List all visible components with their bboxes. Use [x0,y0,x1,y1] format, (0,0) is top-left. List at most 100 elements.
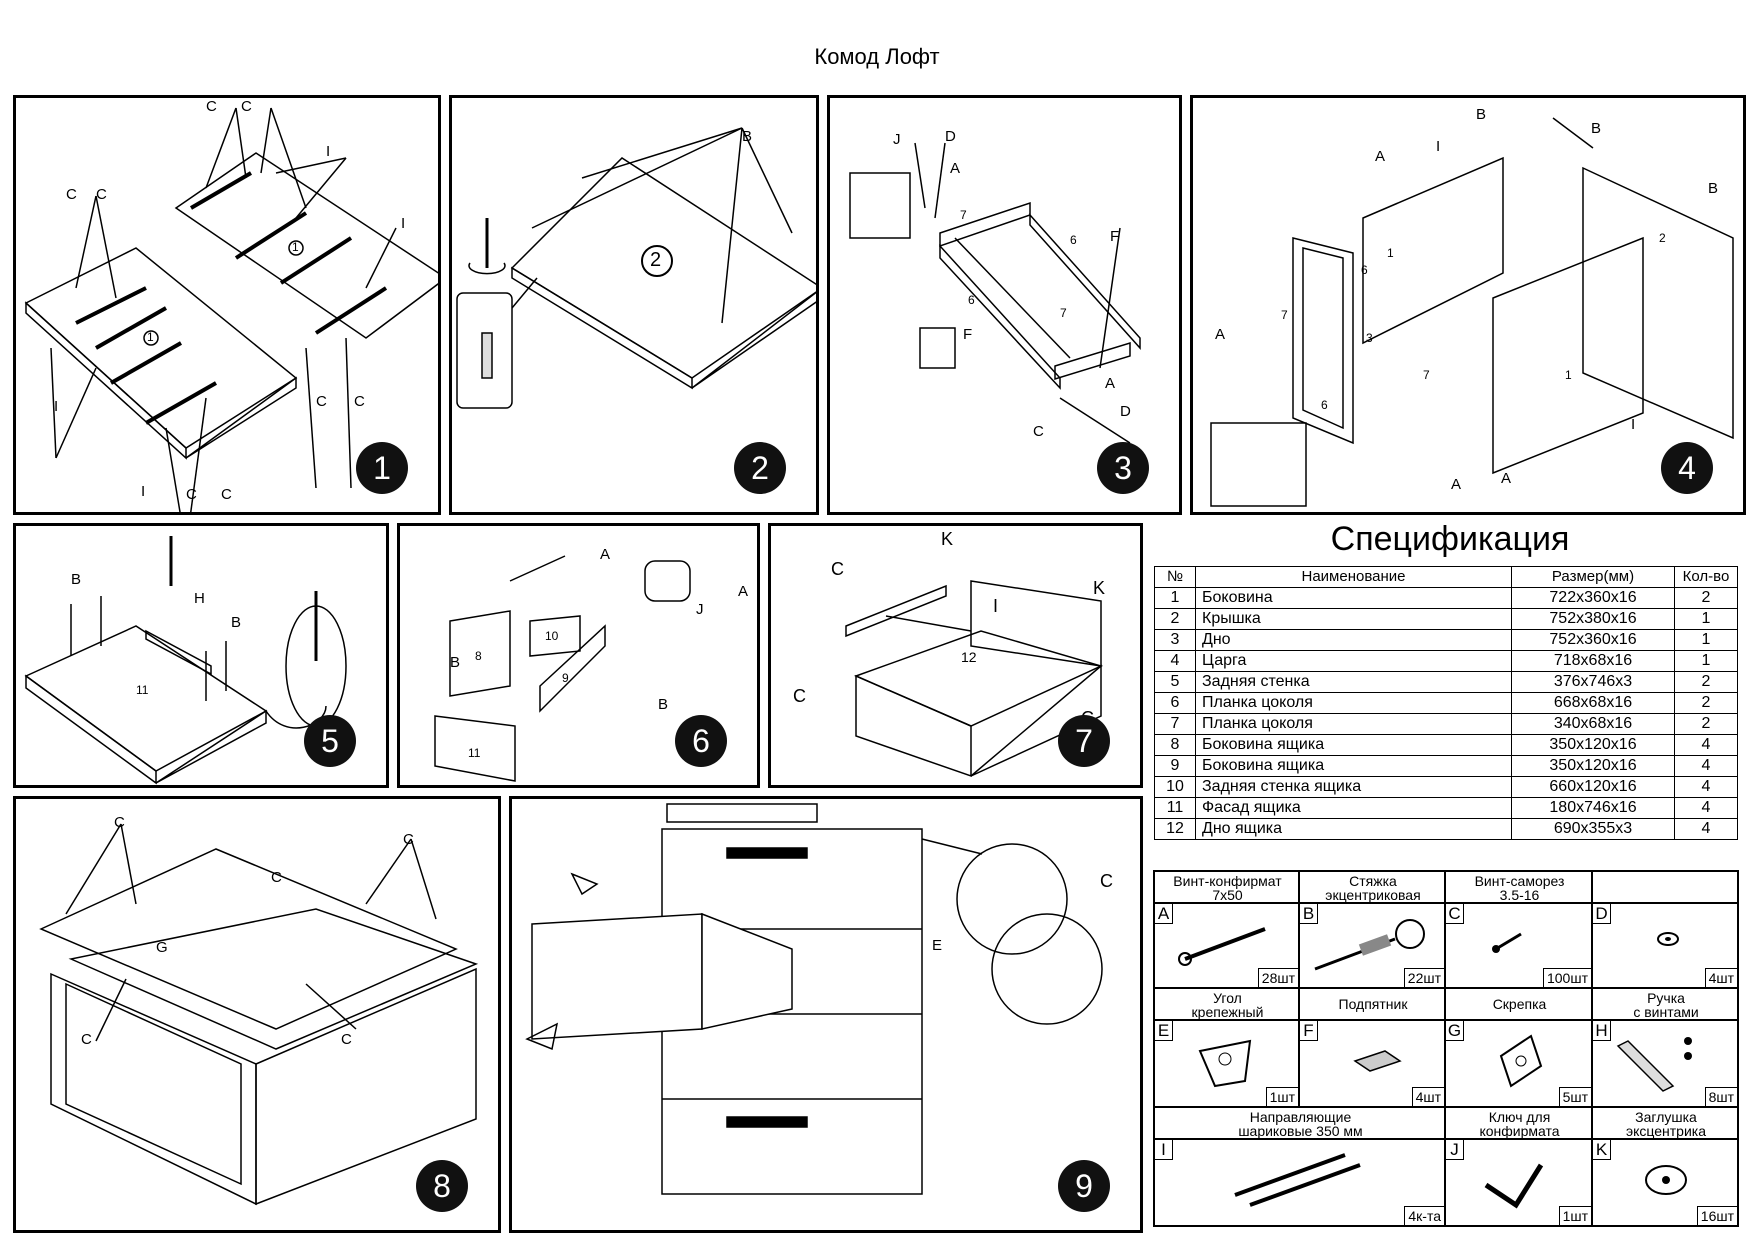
hardware-qty: 22шт [1403,968,1444,987]
spec-no: 5 [1154,671,1196,693]
label-i: I [1436,138,1441,155]
furniture-foot-icon [1353,1050,1402,1072]
eccentric-coupler-icon [1314,919,1425,971]
spec-no: 2 [1154,608,1196,630]
spec-size: 376x746x3 [1511,671,1675,693]
step-number-7: 7 [1058,715,1110,767]
label-b: B [658,696,669,713]
hardware-qty: 5шт [1558,1087,1591,1106]
handle-icon [1616,1037,1692,1092]
label-c: C [81,1031,92,1048]
spec-size: 350x120x16 [1511,755,1675,777]
spec-name: Планка цоколя [1195,713,1512,735]
eccentric-cap-icon [1645,1165,1687,1195]
part-number: 1 [292,240,299,254]
spec-qty: 1 [1674,650,1738,672]
spec-no: 4 [1154,650,1196,672]
spec-size: 668x68x16 [1511,692,1675,714]
spec-no: 8 [1154,734,1196,756]
spec-qty: 2 [1674,692,1738,714]
hardware-letter: K [1593,1140,1611,1160]
label-c: C [354,393,365,410]
spec-name: Боковина [1195,587,1512,609]
hardware-caption: Скрепка [1492,996,1547,1012]
spec-qty: 4 [1674,755,1738,777]
step-number-4: 4 [1661,442,1713,494]
spec-size: 180x746x16 [1511,797,1675,819]
step-panel-2: B 2 2 [449,95,819,515]
hardware-qty: 4шт [1704,968,1737,987]
hardware-caption: Винт-конфирмат 7x50 [1173,873,1282,903]
hardware-item-i: I 4к-та [1154,1139,1445,1226]
label-b: B [1591,120,1602,137]
part-number: 10 [545,629,559,643]
hardware-caption: Ручка с винтами [1633,990,1699,1020]
label-i: I [993,596,999,616]
step-panel-4: B B B A A A A I I 1 1 2 3 6 6 7 7 4 [1190,95,1746,515]
hardware-letter: H [1593,1021,1611,1041]
part-number: 7 [1060,306,1067,320]
label-a: A [738,583,749,600]
hardware-item-g: G 5шт [1445,1020,1592,1107]
hardware-item-d: D 4шт [1592,903,1738,988]
hardware-caption-cell: Винт-саморез 3.5-16 [1445,871,1592,903]
hardware-caption: Угол крепежный [1191,990,1264,1020]
hardware-item-k: K 16шт [1592,1139,1738,1226]
label-e: E [932,937,943,954]
label-i: I [1631,416,1636,433]
spec-header-qty: Кол-во [1674,566,1738,588]
spec-qty: 4 [1674,776,1738,798]
hardware-qty: 8шт [1704,1087,1737,1106]
label-c: C [206,98,217,115]
part-number: 6 [1070,233,1077,247]
hardware-letter: C [1446,904,1464,924]
panel-2-illustration [456,127,816,409]
hardware-caption-cell: Скрепка [1445,988,1592,1020]
label-c: C [96,186,107,203]
part-number: 1 [147,330,154,344]
spec-size: 350x120x16 [1511,734,1675,756]
part-number: 6 [1321,398,1328,412]
step-number-9: 9 [1058,1160,1110,1212]
label-f: F [963,326,973,343]
label-c: C [1033,423,1044,440]
hardware-item-j: J 1шт [1445,1139,1592,1226]
hardware-qty: 1шт [1558,1206,1591,1225]
part-number: 1 [1387,246,1394,260]
spec-size: 722x360x16 [1511,587,1675,609]
panel-4-illustration [1210,117,1734,507]
spec-name: Крышка [1195,608,1512,630]
hardware-letter: G [1446,1021,1464,1041]
spec-size: 718x68x16 [1511,650,1675,672]
spec-name: Задняя стенка ящика [1195,776,1512,798]
hardware-caption: Ключ для конфирмата [1479,1109,1560,1139]
step-panel-3: J D A F F A D C 6 6 7 7 3 [827,95,1182,515]
hardware-letter: E [1155,1021,1173,1041]
part-number: 8 [475,649,482,663]
step-number-5: 5 [304,715,356,767]
spec-name: Дно ящика [1195,818,1512,840]
panel-6-illustration [434,555,691,782]
part-number: 2 [1659,231,1666,245]
hardware-item-a: A 28шт [1154,903,1299,988]
panel-7-illustration [845,580,1104,778]
hardware-caption: Винт-саморез 3.5-16 [1474,873,1565,903]
label-j: J [893,131,901,148]
spec-size: 752x360x16 [1511,629,1675,651]
clip-icon [1499,1034,1543,1088]
panel-8-illustration [39,823,479,1206]
step-panel-6: A A B B J 8 9 10 11 6 [397,523,760,788]
spec-no: 3 [1154,629,1196,651]
hardware-item-f: F 4шт [1299,1020,1445,1107]
hardware-qty: 28шт [1257,968,1298,987]
hardware-caption-cell [1592,871,1738,903]
step-number-6: 6 [675,715,727,767]
label-g: G [156,939,168,956]
